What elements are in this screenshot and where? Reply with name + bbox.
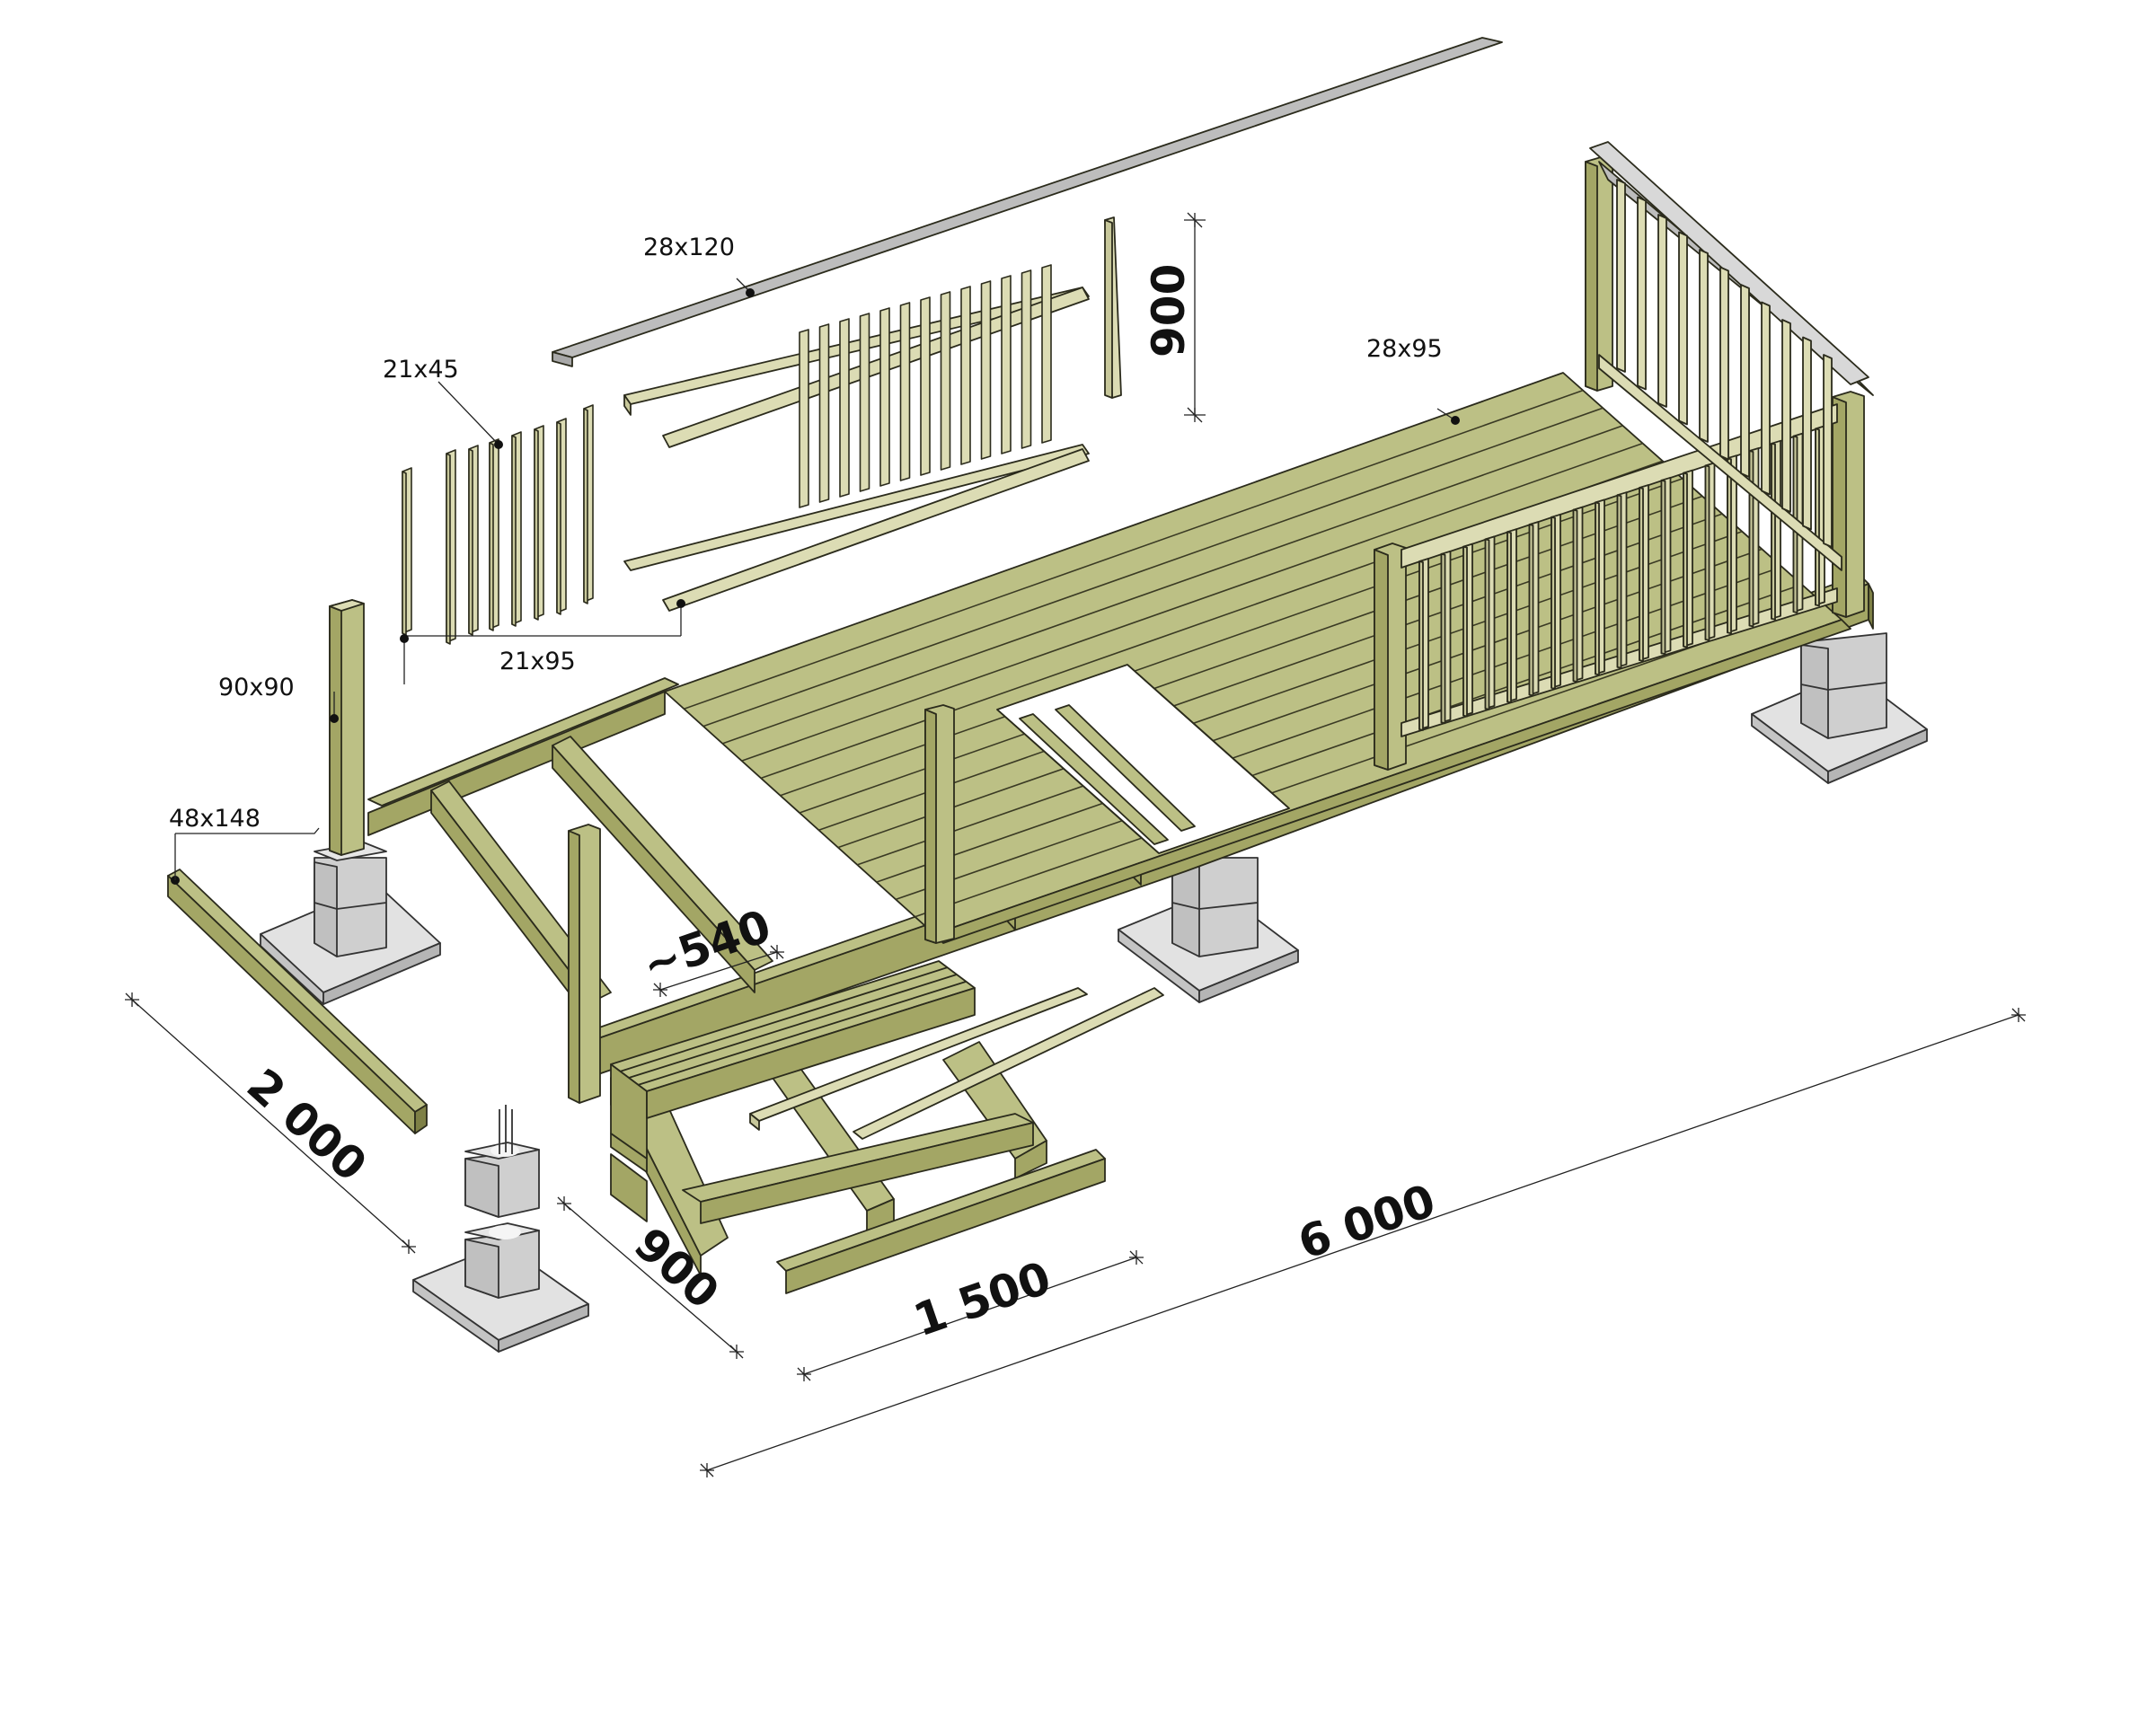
baluster-piece — [839, 318, 850, 498]
label-decking: 28x95 — [1366, 335, 1443, 363]
decking-seam — [702, 407, 1604, 728]
dim-deck-length: 6 000 — [1292, 1175, 1442, 1270]
decking-seam — [684, 389, 1584, 710]
baluster-piece — [818, 323, 830, 503]
dim-railing-height: 900 — [1143, 264, 1195, 357]
baluster — [1761, 301, 1771, 496]
label-post: 90x90 — [218, 674, 295, 701]
baluster-piece — [859, 313, 870, 492]
post-railing-back — [1585, 156, 1613, 392]
label-beam: 48x148 — [169, 805, 261, 833]
concrete-footing-exploded — [412, 1105, 589, 1353]
baluster — [1637, 196, 1647, 391]
baluster-piece — [1041, 264, 1052, 444]
baluster-piece — [980, 280, 992, 460]
leader-lines — [171, 278, 1460, 885]
post-back-left — [329, 599, 365, 856]
dim-depth: 2 000 — [237, 1059, 376, 1192]
dimension-lines — [125, 212, 2026, 1477]
baluster-piece — [960, 286, 971, 465]
baluster-piece — [1021, 269, 1032, 449]
baluster-piece — [1001, 275, 1012, 454]
steps-assembly — [610, 960, 1164, 1294]
post-step — [568, 824, 601, 1104]
post-railing-corner — [1832, 391, 1865, 618]
decking-seam — [837, 531, 1743, 849]
baluster-piece — [899, 302, 911, 481]
decking-seam — [722, 425, 1623, 745]
decking-seam — [857, 548, 1763, 866]
baluster — [1823, 354, 1833, 548]
baluster-piece — [940, 291, 951, 471]
baluster — [1678, 231, 1688, 426]
post-railing-front — [1374, 542, 1407, 771]
exploded-balusters — [402, 264, 1052, 645]
concrete-footing-back-left — [260, 842, 441, 1005]
deck-opening — [996, 664, 1290, 854]
baluster-piece — [920, 296, 931, 476]
baluster — [1616, 179, 1626, 373]
label-cap-rail: 28x120 — [643, 234, 735, 261]
baluster — [1657, 214, 1667, 408]
baluster-piece — [879, 307, 890, 487]
label-rail: 21x95 — [499, 648, 576, 675]
baluster — [1719, 266, 1729, 461]
baluster — [1781, 319, 1791, 513]
exploded-single-picket — [1104, 216, 1122, 399]
baluster — [1740, 284, 1750, 478]
baluster — [1802, 336, 1812, 531]
decking-seam — [895, 583, 1802, 901]
decking-seam — [876, 566, 1782, 883]
railing-side — [1589, 141, 1874, 571]
loose-beam — [167, 869, 428, 1134]
dim-step-length: 1 500 — [907, 1252, 1057, 1347]
concrete-footing-front-middle — [1118, 857, 1299, 1003]
exploded-rails — [623, 287, 1090, 612]
baluster — [1699, 249, 1709, 443]
post-middle — [924, 704, 955, 944]
decking-seam — [818, 513, 1723, 832]
label-baluster: 21x45 — [383, 356, 459, 384]
decking-seam — [915, 601, 1823, 918]
concrete-footing-right — [1751, 632, 1928, 784]
baluster-piece — [799, 329, 809, 508]
decking-seam — [741, 442, 1643, 762]
exploded-cap-rail — [552, 37, 1503, 367]
